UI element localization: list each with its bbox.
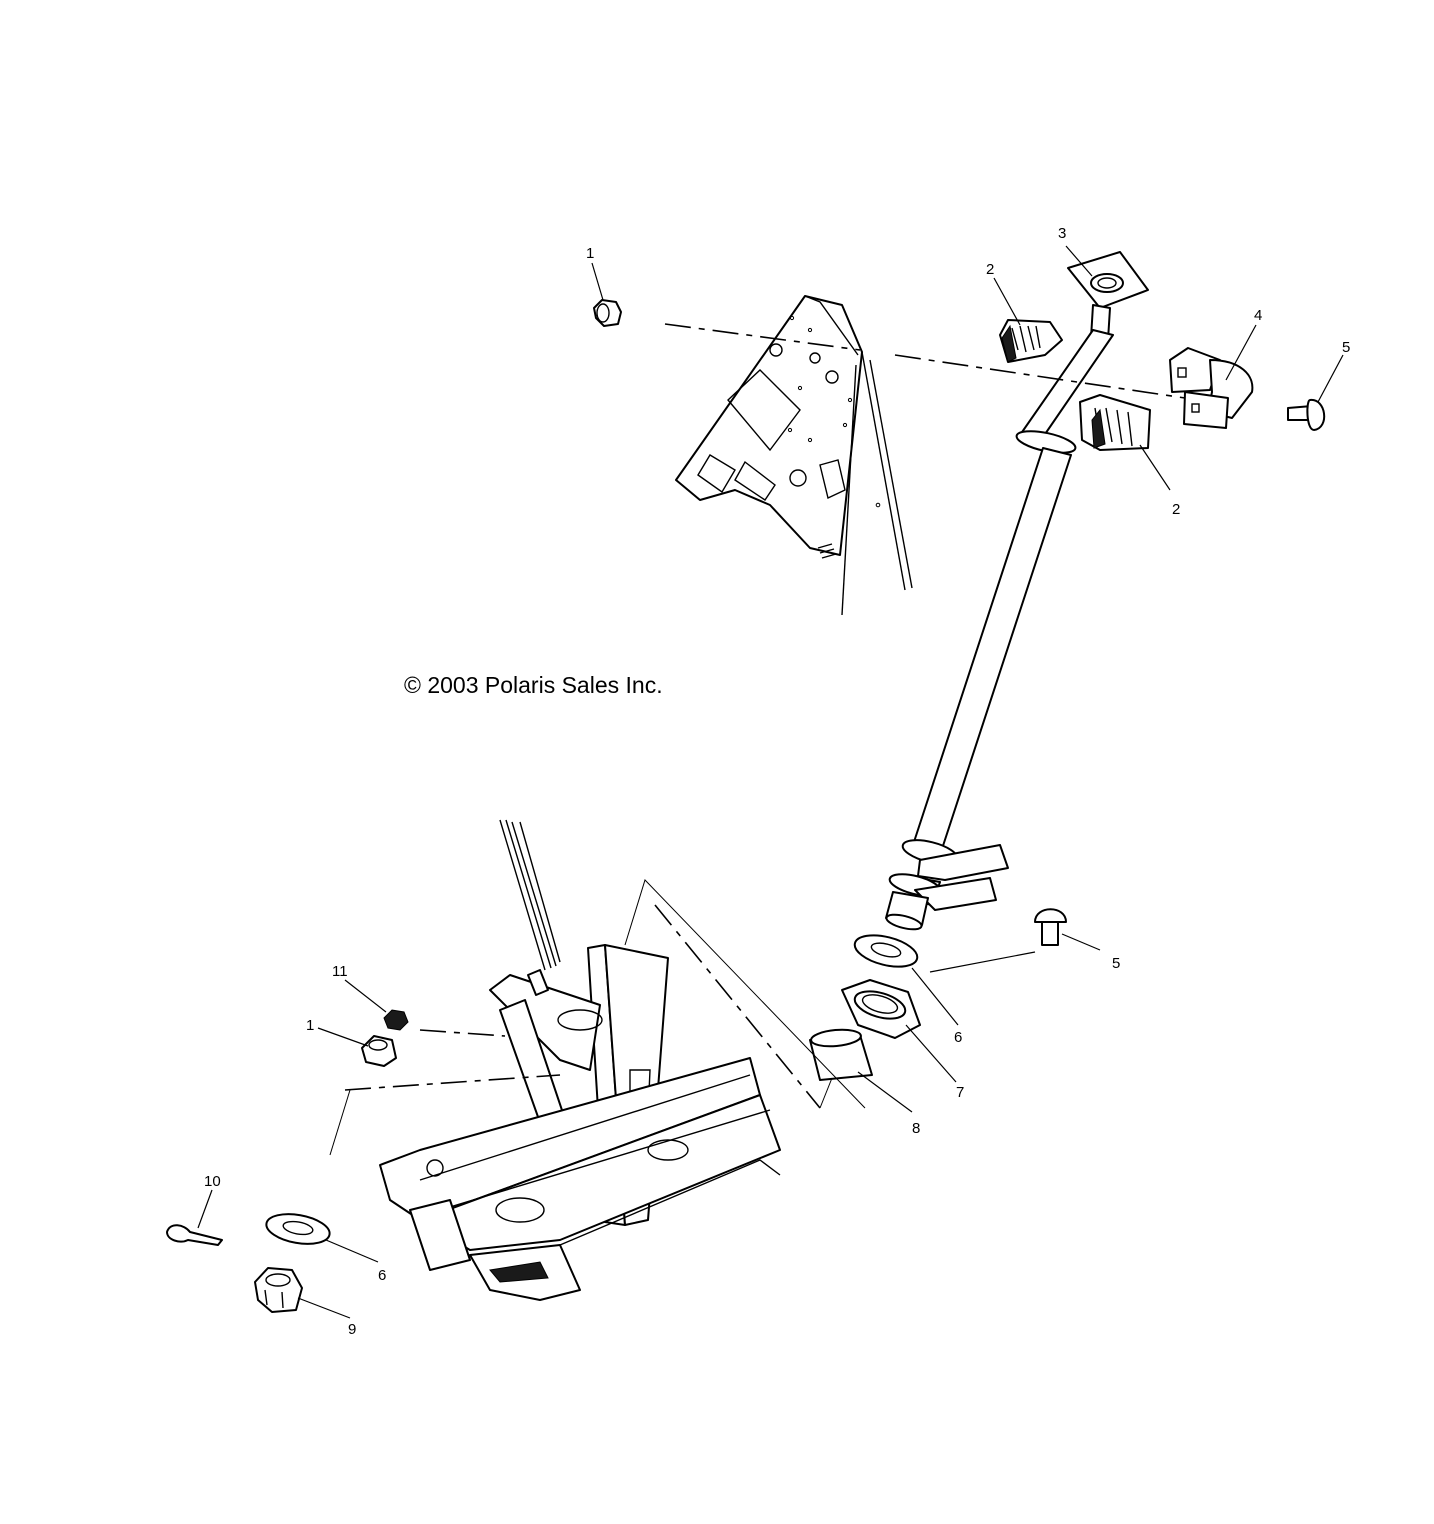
bearing-plate (841, 979, 921, 1039)
callout-10: 10 (204, 1173, 221, 1190)
leader-lines (197, 245, 1344, 1319)
callout-3: 3 (1058, 225, 1066, 242)
bushing-upper-left (999, 319, 1063, 363)
bolt-mid (1034, 908, 1067, 946)
callout-6-mid: 6 (954, 1029, 962, 1046)
callout-9: 9 (348, 1321, 356, 1338)
lower-frame (379, 819, 781, 1301)
callout-2-top: 2 (986, 261, 994, 278)
callout-5-top: 5 (1342, 339, 1350, 356)
cotter-pin (166, 1224, 223, 1246)
callout-1-bottom: 1 (306, 1017, 314, 1034)
nut-lower (361, 1035, 397, 1067)
callout-2-bottom: 2 (1172, 501, 1180, 518)
callout-8: 8 (912, 1120, 920, 1137)
nut-top (593, 299, 622, 327)
washer-bottom (265, 1213, 331, 1245)
callout-1-top: 1 (586, 245, 594, 262)
copyright-notice: © 2003 Polaris Sales Inc. (404, 672, 663, 698)
callout-7: 7 (956, 1084, 964, 1101)
bolt-top (1287, 399, 1325, 431)
callout-6-bottom: 6 (378, 1267, 386, 1284)
push-nut (383, 1009, 409, 1031)
spacer (809, 1028, 873, 1081)
steering-post (885, 251, 1149, 931)
castle-nut (254, 1267, 303, 1313)
callout-5-mid: 5 (1112, 955, 1120, 972)
upper-frame-panel (675, 295, 913, 616)
bushing-upper-right (1079, 394, 1151, 451)
callout-4: 4 (1254, 307, 1262, 324)
clamp (1169, 347, 1254, 429)
center-lines (329, 323, 1186, 1156)
callout-11: 11 (332, 963, 348, 980)
washer-mid (853, 934, 919, 968)
